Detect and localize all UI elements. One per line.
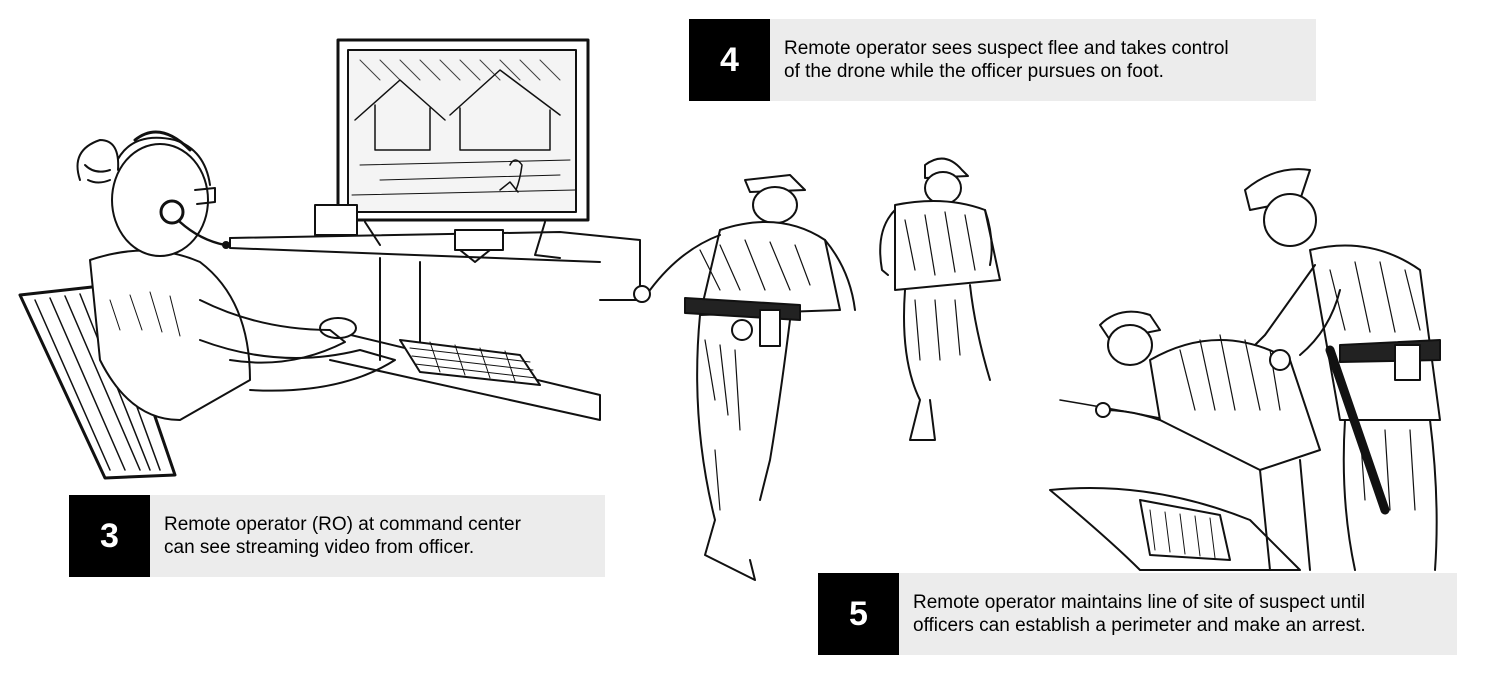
officer-chasing-suspect-sketch — [633, 157, 1001, 581]
monitor-screen — [347, 49, 577, 213]
step-description: Remote operator sees suspect flee and ta… — [770, 19, 1316, 101]
step-number-badge: 5 — [818, 573, 899, 655]
officer-arresting-suspect-sketch — [1049, 168, 1441, 571]
step-description-line: of the drone while the officer pursues o… — [784, 61, 1164, 82]
callout-step-3: 3 Remote operator (RO) at command center… — [69, 495, 605, 577]
step-description: Remote operator (RO) at command center c… — [150, 495, 605, 577]
step-number-badge: 4 — [689, 19, 770, 101]
step-description-line: Remote operator sees suspect flee and ta… — [784, 38, 1229, 59]
step-description-line: Remote operator (RO) at command center — [164, 514, 521, 535]
step-description-line: Remote operator maintains line of site o… — [913, 592, 1366, 613]
callout-step-4: 4 Remote operator sees suspect flee and … — [689, 19, 1316, 101]
operator-at-monitor-sketch — [18, 38, 641, 480]
step-number-badge: 3 — [69, 495, 150, 577]
step-description: Remote operator maintains line of site o… — [899, 573, 1457, 655]
callout-step-5: 5 Remote operator maintains line of site… — [818, 573, 1457, 655]
step-description-line: officers can establish a perimeter and m… — [913, 615, 1366, 636]
step-description-line: can see streaming video from officer. — [164, 537, 475, 558]
